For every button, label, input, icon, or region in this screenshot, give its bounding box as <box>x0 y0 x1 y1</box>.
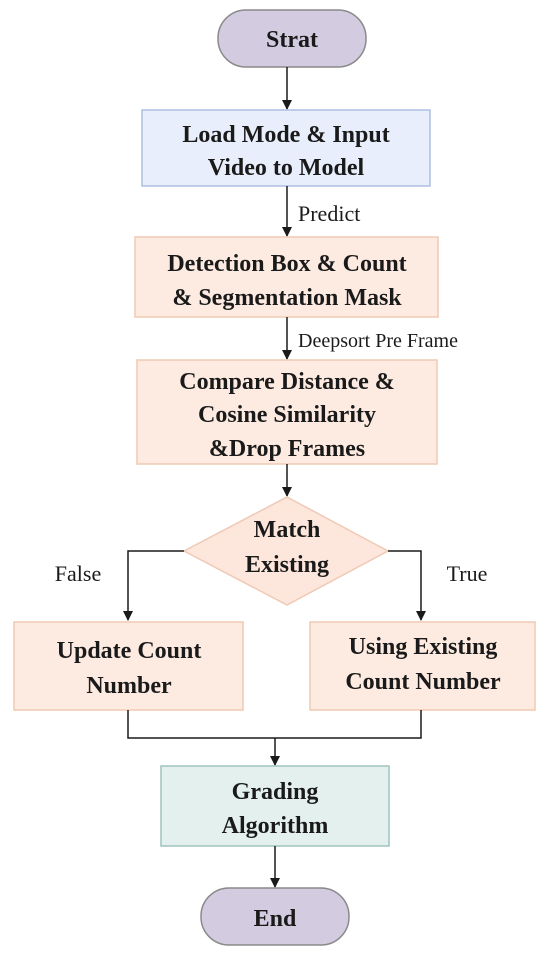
compare-label-line3: &Drop Frames <box>209 436 365 462</box>
edge-label-true: True <box>447 561 488 586</box>
using-node: Using Existing Count Number <box>309 621 536 711</box>
detect-label-line1: Detection Box & Count <box>167 251 406 277</box>
update-node: Update Count Number <box>13 621 244 711</box>
edge-true <box>388 550 426 621</box>
match-label-line2: Existing <box>245 552 329 578</box>
load-label-line2: Video to Model <box>208 155 365 181</box>
start-label: Strat <box>266 27 318 53</box>
edge-merge <box>127 710 422 739</box>
match-label-line1: Match <box>254 517 321 543</box>
match-decision-node: Match Existing <box>182 496 390 606</box>
update-label-line1: Update Count <box>57 638 202 664</box>
compare-label-line2: Cosine Similarity <box>198 402 376 428</box>
edge-label-false: False <box>55 561 101 586</box>
edge-false <box>123 550 184 621</box>
detect-label-line2: & Segmentation Mask <box>172 285 402 311</box>
grading-node: Grading Algorithm <box>160 765 390 847</box>
update-label-line2: Number <box>86 673 172 699</box>
grading-label-line1: Grading <box>232 779 319 805</box>
grading-label-line2: Algorithm <box>222 813 329 839</box>
edge-label-predict: Predict <box>298 201 360 226</box>
using-label-line1: Using Existing <box>349 634 498 660</box>
end-label: End <box>254 906 297 932</box>
compare-node: Compare Distance & Cosine Similarity &Dr… <box>136 359 438 465</box>
load-label-line1: Load Mode & Input <box>182 122 389 148</box>
compare-label-line1: Compare Distance & <box>179 369 395 395</box>
using-label-line2: Count Number <box>345 669 501 695</box>
detect-node: Detection Box & Count & Segmentation Mas… <box>134 236 439 318</box>
start-node: Strat <box>217 9 367 68</box>
end-node: End <box>200 887 350 946</box>
edge-label-deepsort: Deepsort Pre Frame <box>298 330 458 352</box>
load-node: Load Mode & Input Video to Model <box>141 109 431 187</box>
